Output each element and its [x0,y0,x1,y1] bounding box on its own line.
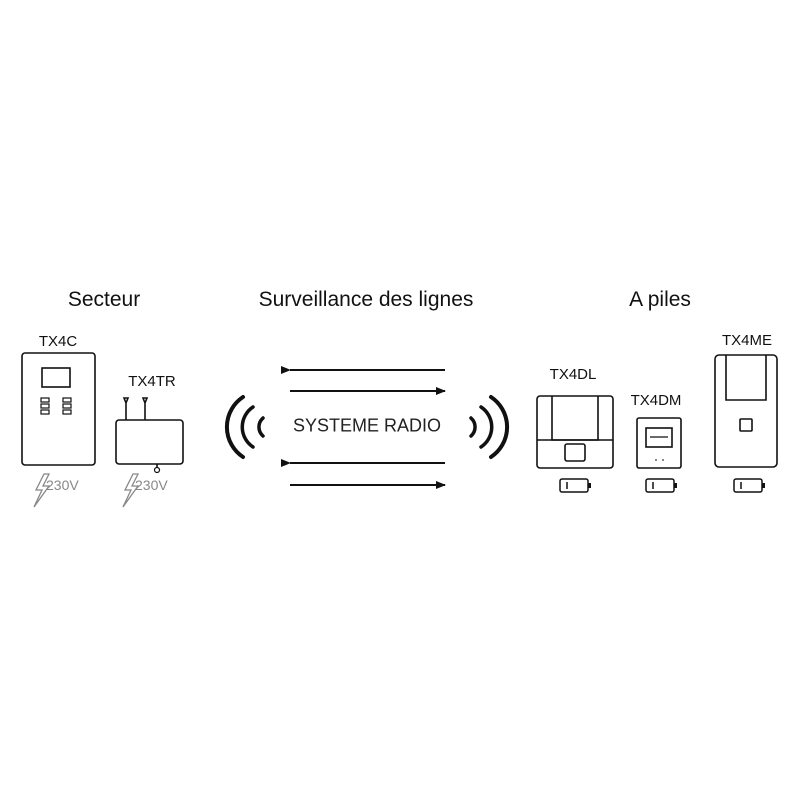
battery-icon [559,478,591,493]
battery-icon [645,478,677,493]
tx4dm-device [636,417,682,469]
battery-icon [733,478,765,493]
label-tx4dl: TX4DL [549,366,597,383]
radio-waves-left-icon [224,395,265,459]
heading-secteur: Secteur [67,288,141,311]
heading-a-piles: A piles [629,288,691,311]
tx4me-device [714,354,778,468]
lightning-icon [33,473,51,508]
arrows-group [281,366,446,489]
radio-waves-right-icon [469,395,510,459]
voltage-tx4c: 230V [46,477,79,493]
tx4dl-device [536,395,614,469]
tx4tr-device [115,397,184,474]
tx4c-device [21,352,96,466]
label-tx4me: TX4ME [721,332,773,349]
heading-surveillance: Surveillance des lignes [258,288,474,311]
label-tx4tr: TX4TR [128,373,176,390]
voltage-tx4tr: 230V [135,477,168,493]
label-tx4c: TX4C [38,333,78,350]
radio-system-label: SYSTEME RADIO [292,415,442,436]
label-tx4dm: TX4DM [630,392,682,409]
lightning-icon [122,473,140,508]
